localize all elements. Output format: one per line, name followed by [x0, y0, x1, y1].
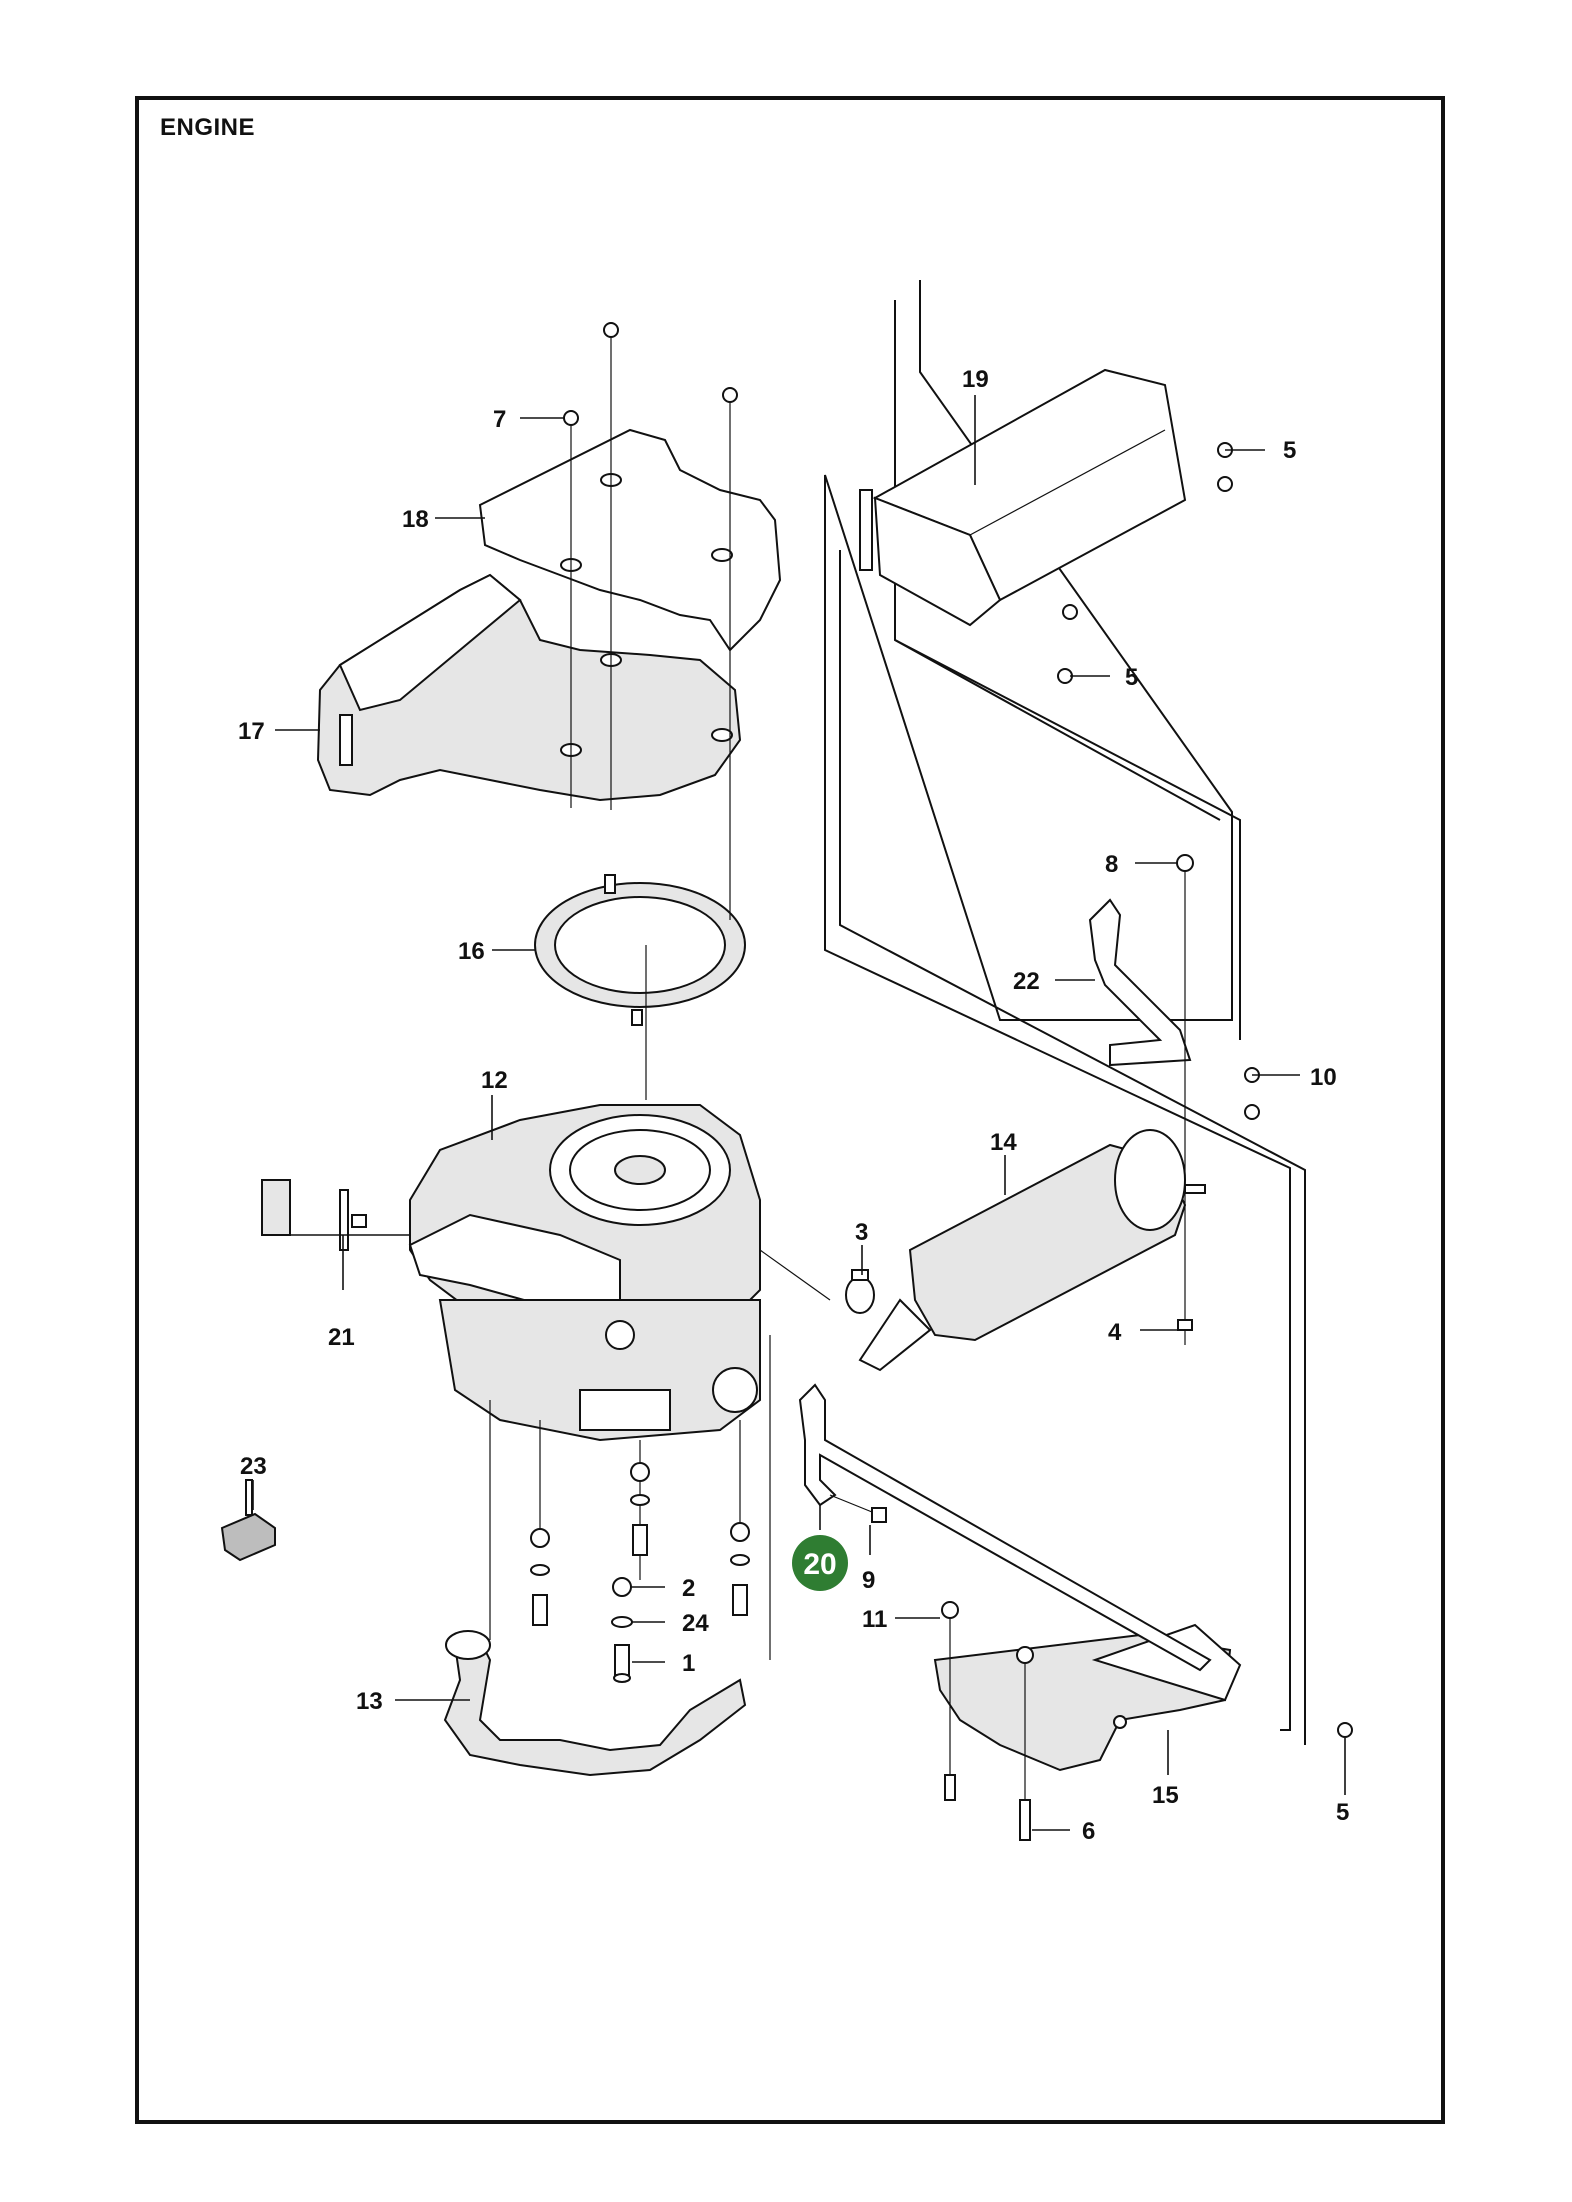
- callout-9: 9: [862, 1567, 875, 1594]
- callout-19: 19: [962, 366, 989, 393]
- nut-8: [1176, 854, 1194, 1320]
- bolt-18-top: [603, 322, 619, 810]
- exhaust-bracket: [798, 1383, 1212, 1672]
- diagram-frame: [135, 96, 1445, 2124]
- callout-11: 11: [862, 1606, 887, 1633]
- callout-21: 21: [328, 1324, 355, 1351]
- callouts: 7 18 17 16 12 19 5 5 8 22 10 14 3 4 21 2…: [238, 366, 1349, 1845]
- highlighted-callout-20: 20: [792, 1535, 848, 1591]
- callout-6: 6: [1082, 1818, 1095, 1845]
- nut-11: [941, 1601, 959, 1790]
- washer-24: [611, 1616, 633, 1628]
- leader-lines: [252, 395, 1346, 1831]
- clamp: [845, 1269, 875, 1314]
- engine-bolts-center: [630, 1462, 650, 1556]
- callout-23: 23: [240, 1453, 267, 1480]
- callout-1: 1: [682, 1650, 695, 1677]
- callout-12: 12: [481, 1067, 508, 1094]
- callout-3: 3: [855, 1219, 868, 1246]
- callout-20: 20: [803, 1548, 836, 1581]
- plug-connector: [220, 1479, 276, 1562]
- mounting-bracket: [1088, 898, 1192, 1067]
- engine-bolts-right: [730, 1420, 750, 1616]
- page-title: ENGINE: [160, 114, 256, 141]
- bolt-1: [613, 1644, 631, 1683]
- callout-5-top: 5: [1283, 437, 1296, 464]
- callout-10: 10: [1310, 1064, 1337, 1091]
- callout-14: 14: [990, 1129, 1017, 1156]
- callout-5-bottom: 5: [1336, 1799, 1349, 1826]
- callout-2: 2: [682, 1575, 695, 1602]
- engine-bolts-left: [530, 1420, 550, 1626]
- callout-4: 4: [1108, 1319, 1122, 1346]
- lower-shield: [933, 1623, 1242, 1772]
- nut-15: [1016, 1646, 1034, 1830]
- bolt-4: [1177, 1319, 1193, 1345]
- engine-connector: [261, 1179, 367, 1251]
- callout-16: 16: [458, 938, 485, 965]
- callout-13: 13: [356, 1688, 383, 1715]
- heat-shield: [859, 368, 1187, 627]
- bolt-9: [829, 1494, 887, 1523]
- callout-5-mid: 5: [1125, 664, 1138, 691]
- callout-17: 17: [238, 718, 265, 745]
- engine-body: [408, 1104, 761, 1442]
- callout-8: 8: [1105, 851, 1118, 878]
- exhaust-pipe: [443, 1630, 747, 1777]
- bolt-5-mid: [1057, 604, 1078, 684]
- blower-housing: [316, 573, 742, 802]
- group-bracket-muffler-shield: [824, 280, 1306, 1745]
- flywheel-screen: [534, 874, 746, 1026]
- shield-bolts: [944, 1774, 1031, 1841]
- callout-22: 22: [1013, 968, 1040, 995]
- callout-18: 18: [402, 506, 429, 533]
- muffler: [858, 1129, 1206, 1372]
- fasteners: [489, 322, 1353, 1841]
- callout-24: 24: [682, 1610, 709, 1637]
- nut-2: [612, 1577, 632, 1597]
- bolt-18-right: [722, 387, 738, 920]
- callout-7: 7: [493, 406, 506, 433]
- callout-15: 15: [1152, 1782, 1179, 1809]
- bolt-5-bottom: [1337, 1722, 1353, 1738]
